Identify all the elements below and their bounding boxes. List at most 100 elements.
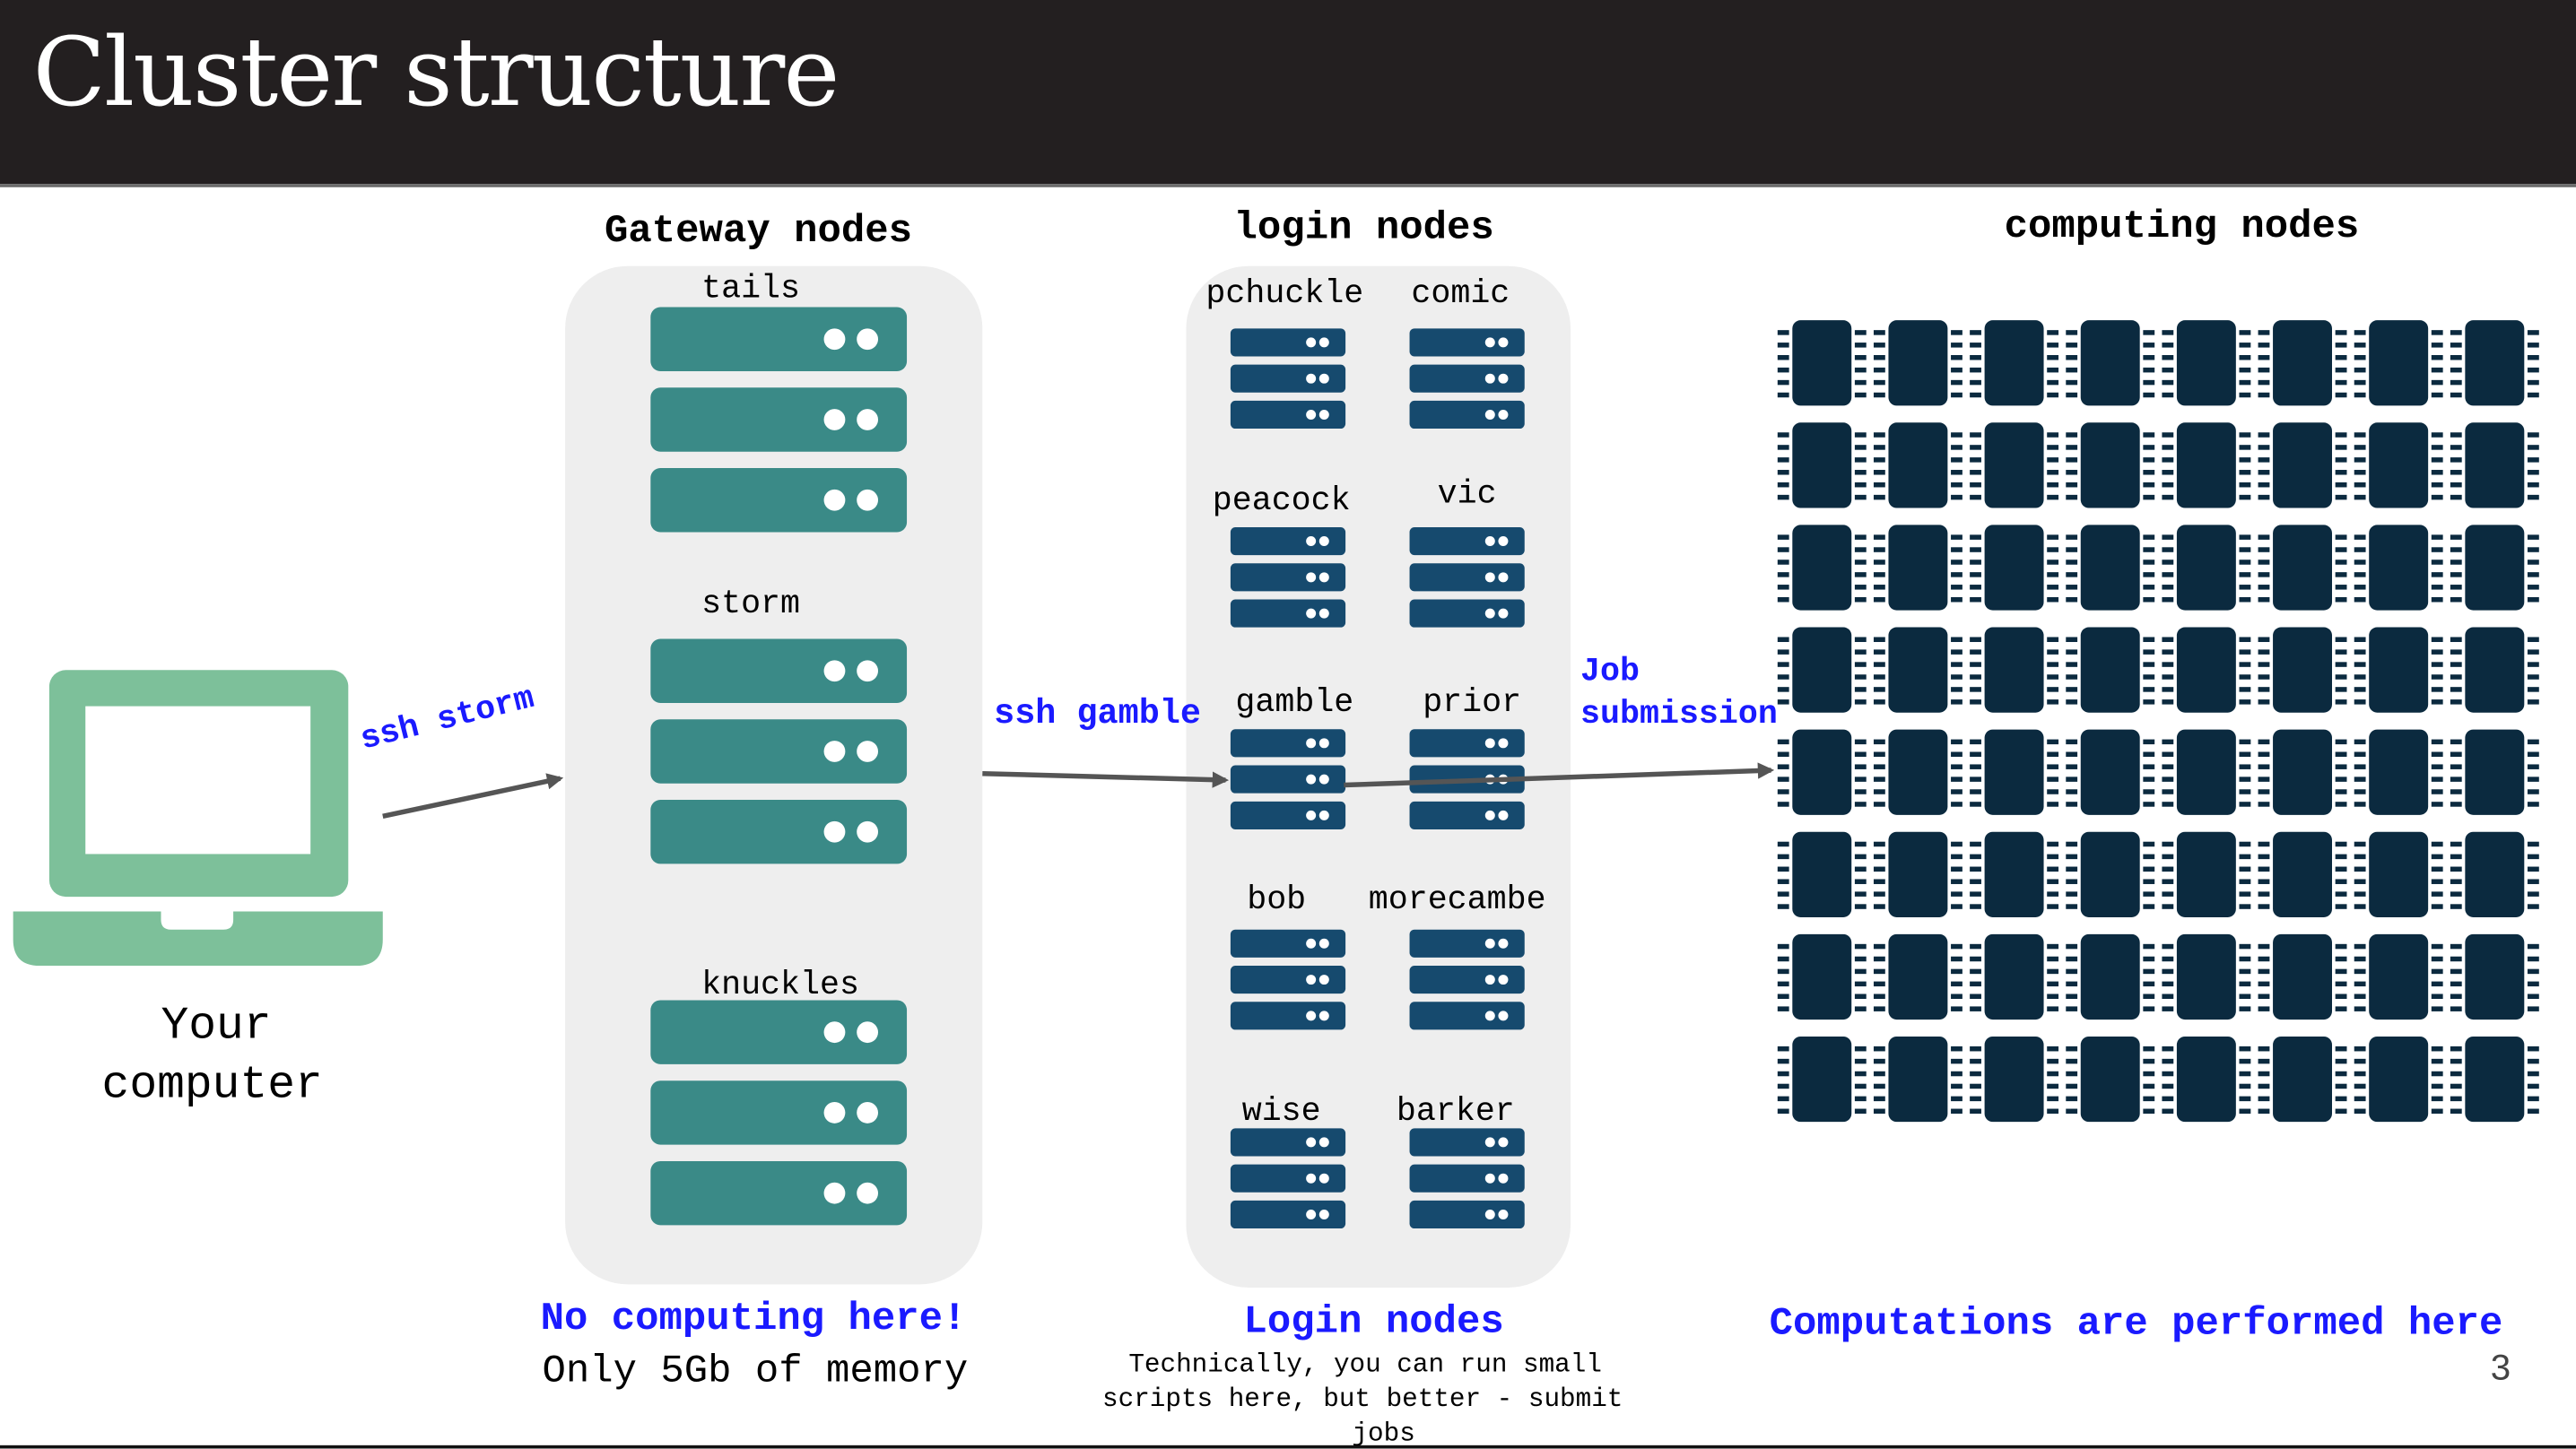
- server-led: [857, 660, 879, 682]
- server-unit: [1230, 1002, 1346, 1030]
- server-unit: [1409, 526, 1525, 556]
- login-node-label-comic: comic: [1411, 275, 1510, 314]
- server-led: [857, 820, 879, 843]
- computing-node-chip: [1970, 627, 2059, 713]
- computing-node-chip: [2066, 320, 2155, 406]
- server-unit: [1230, 328, 1346, 357]
- computing-node-chip: [1777, 1036, 1867, 1123]
- computing-node-chip: [1970, 933, 2059, 1020]
- computing-node-chip: [2066, 1036, 2155, 1123]
- login-server-stack-bob: [1230, 929, 1346, 1030]
- server-unit: [1409, 1002, 1525, 1030]
- server-led: [1484, 1209, 1495, 1219]
- computing-node-chip: [2258, 422, 2347, 508]
- ssh-gamble-label: ssh gamble: [994, 696, 1201, 734]
- computing-node-chip: [2162, 1036, 2251, 1123]
- computing-caption: Computations are performed here: [1769, 1302, 2503, 1347]
- computing-node-chip: [1777, 320, 1867, 406]
- computing-node-chip: [2066, 627, 2155, 713]
- computing-node-chip: [1873, 1036, 1962, 1123]
- server-led: [1484, 738, 1495, 749]
- server-led: [1484, 975, 1495, 985]
- computing-node-chip: [1777, 729, 1867, 815]
- server-led: [1498, 1209, 1509, 1219]
- server-led: [1498, 572, 1509, 583]
- server-led: [1498, 1137, 1509, 1148]
- server-led: [823, 1182, 846, 1204]
- server-unit: [650, 1160, 908, 1226]
- computing-node-chip: [1777, 933, 1867, 1020]
- server-unit: [650, 468, 908, 533]
- server-unit: [1409, 1128, 1525, 1157]
- computing-node-chip: [2354, 320, 2443, 406]
- server-led: [857, 328, 879, 351]
- server-unit: [650, 638, 908, 703]
- login-node-label-barker: barker: [1396, 1093, 1515, 1132]
- computing-node-chip: [2450, 729, 2539, 815]
- server-unit: [1230, 1128, 1346, 1157]
- server-unit: [1230, 929, 1346, 958]
- server-unit: [650, 1000, 908, 1064]
- server-unit: [1409, 364, 1525, 393]
- server-led: [823, 820, 846, 843]
- title-bar: [0, 0, 2576, 185]
- computing-node-chip: [2258, 1036, 2347, 1123]
- server-led: [1318, 1137, 1329, 1148]
- server-led: [823, 1021, 846, 1044]
- server-led: [1306, 938, 1317, 949]
- server-led: [1498, 337, 1509, 348]
- server-led: [823, 660, 846, 682]
- server-led: [1498, 536, 1509, 547]
- computing-node-chip: [2258, 525, 2347, 611]
- server-led: [1484, 608, 1495, 619]
- server-led: [1484, 1011, 1495, 1021]
- server-unit: [650, 719, 908, 784]
- server-led: [1306, 975, 1317, 985]
- server-unit: [1230, 526, 1346, 556]
- server-led: [857, 741, 879, 762]
- computing-node-chip: [1970, 729, 2059, 815]
- login-node-label-gamble: gamble: [1235, 684, 1354, 723]
- server-unit: [650, 387, 908, 452]
- computing-node-chip: [2066, 729, 2155, 815]
- server-led: [1306, 774, 1317, 785]
- server-led: [1306, 810, 1317, 820]
- server-unit: [1230, 563, 1346, 592]
- server-led: [1484, 409, 1495, 420]
- gateway-heading: Gateway nodes: [605, 210, 912, 255]
- computing-node-chip: [2450, 525, 2539, 611]
- server-unit: [650, 800, 908, 864]
- computing-node-chip: [1970, 320, 2059, 406]
- server-led: [857, 409, 879, 430]
- server-led: [823, 1102, 846, 1124]
- login-node-label-pchuckle: pchuckle: [1205, 275, 1364, 314]
- computing-node-chip: [2162, 422, 2251, 508]
- server-led: [1306, 409, 1317, 420]
- server-led: [1318, 409, 1329, 420]
- computing-node-chip: [2066, 525, 2155, 611]
- computing-node-chip: [2450, 422, 2539, 508]
- server-led: [857, 1021, 879, 1044]
- computing-node-chip: [1970, 1036, 2059, 1123]
- login-server-stack-morecambe: [1409, 929, 1525, 1030]
- computing-node-chip: [2354, 933, 2443, 1020]
- computing-node-chip: [2258, 320, 2347, 406]
- server-led: [1484, 337, 1495, 348]
- server-led: [1318, 373, 1329, 384]
- login-node-label-bob: bob: [1247, 881, 1307, 920]
- job-submission-label-line2: submission: [1580, 696, 1778, 734]
- computing-node-chip: [2354, 627, 2443, 713]
- server-led: [857, 489, 879, 511]
- computing-node-chip: [1970, 525, 2059, 611]
- server-unit: [1230, 599, 1346, 628]
- server-unit: [1230, 1200, 1346, 1229]
- gateway-caption-sub: Only 5Gb of memory: [542, 1349, 969, 1395]
- server-led: [1498, 409, 1509, 420]
- login-caption: Login nodes: [1243, 1300, 1504, 1346]
- computing-node-chip: [2450, 1036, 2539, 1123]
- page-number: 3: [2490, 1346, 2511, 1388]
- computing-node-chip: [2162, 831, 2251, 917]
- server-led: [1498, 975, 1509, 985]
- server-unit: [1409, 729, 1525, 758]
- gateway-server-stack-knuckles: [650, 1000, 908, 1226]
